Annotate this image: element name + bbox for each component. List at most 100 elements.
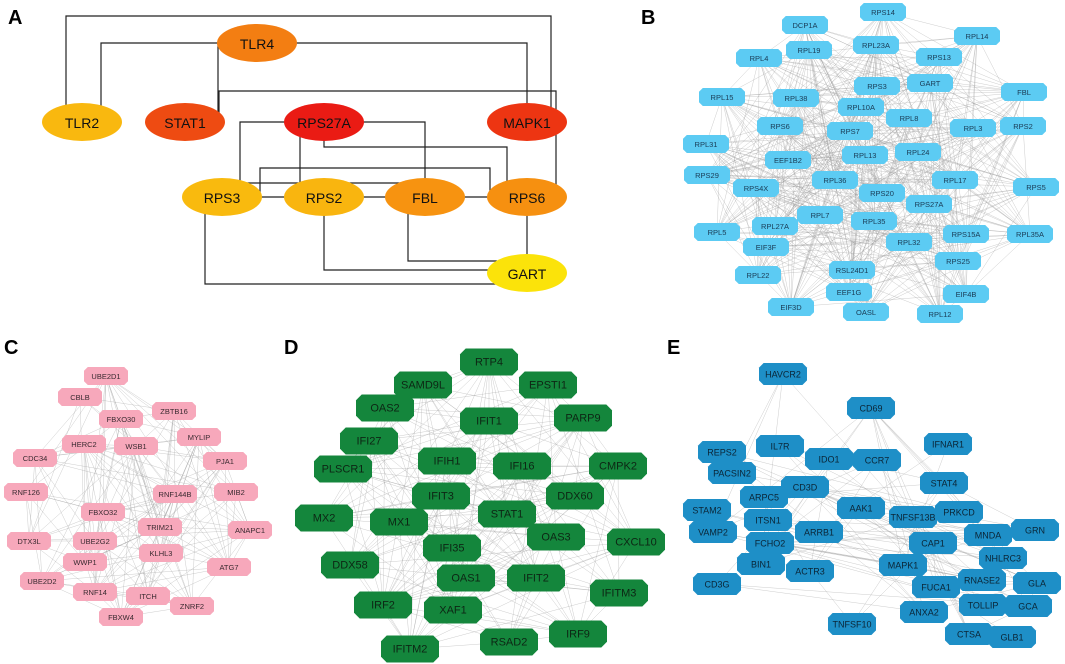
node-shape: [284, 178, 364, 216]
edge-fbl-rps15a: [965, 91, 1025, 235]
node-shape: [746, 532, 794, 554]
edge-rpl24-rpl12: [917, 151, 941, 315]
node-shape: [935, 252, 981, 270]
node-rpl8: RPL8: [886, 109, 932, 127]
node-parp9: PARP9: [554, 404, 612, 432]
node-shape: [295, 504, 353, 532]
node-label: RPL27A: [761, 222, 789, 231]
node-mnda: MNDA: [964, 524, 1012, 546]
node-fbl: FBL: [1001, 83, 1047, 101]
node-shape: [207, 558, 251, 576]
edge-wsb1-fbxw4: [120, 445, 137, 618]
node-shape: [805, 448, 853, 470]
node-shape: [843, 303, 889, 321]
edge-parp9-plscr1: [342, 417, 584, 470]
node-label: BIN1: [751, 560, 771, 570]
node-shape: [917, 305, 963, 323]
node-ido1: IDO1: [805, 448, 853, 470]
edge-cmpk2-plscr1: [342, 465, 619, 470]
edge-dcp1a-rps3: [804, 24, 878, 87]
node-fcho2: FCHO2: [746, 532, 794, 554]
edge-rps7-rps27a: [849, 130, 930, 205]
node-label: ITCH: [139, 592, 157, 601]
node-shape: [99, 608, 143, 626]
node-label: RPL14: [966, 32, 989, 41]
node-rnf126: RNF126: [4, 483, 48, 501]
node-ifit2: IFIT2: [507, 564, 565, 592]
node-label: SAMD9L: [401, 380, 445, 392]
node-shape: [424, 596, 482, 624]
node-ifi27: IFI27: [340, 427, 398, 455]
node-glb1: GLB1: [988, 626, 1036, 648]
node-label: REPS2: [707, 448, 737, 458]
node-mx1: MX1: [370, 508, 428, 536]
edge-fbxo32-fbxw4: [102, 511, 122, 618]
edge-rpl14-rpl17: [954, 35, 978, 181]
edge-eif4b-eif3d: [790, 293, 967, 308]
node-shape: [321, 551, 379, 579]
node-samd9l: SAMD9L: [394, 371, 452, 399]
node-label: RPS4X: [744, 184, 769, 193]
node-label: RPS6: [770, 122, 790, 131]
node-shape: [916, 48, 962, 66]
node-fuca1: FUCA1: [912, 576, 960, 598]
node-shape: [590, 579, 648, 607]
edge-pja1-atg7: [224, 460, 230, 568]
node-shape: [860, 3, 906, 21]
edge-rps15a-eif3d: [790, 233, 967, 308]
node-label: IFIT2: [523, 573, 549, 585]
node-rps4x: RPS4X: [733, 179, 779, 197]
edge-klhl3-fbxw4: [120, 552, 162, 618]
edge-cdc34-ube2d2: [34, 457, 43, 582]
edge-rpl31-rps5: [705, 143, 1037, 188]
edge-rtp4-cmpk2: [488, 361, 619, 467]
edge-rps15a-oasl: [865, 233, 967, 313]
node-label: STAT4: [931, 479, 958, 489]
node-shape: [879, 554, 927, 576]
node-rpl12: RPL12: [917, 305, 963, 323]
node-shape: [73, 532, 117, 550]
edge-mylip-itch: [147, 436, 200, 597]
node-shape: [217, 24, 297, 62]
edge-stat1-rps6: [218, 90, 557, 197]
edge-mx1-xaf1: [398, 521, 454, 611]
node-label: FBXW4: [108, 613, 134, 622]
edge-anapc1-dtx3l: [28, 529, 251, 542]
edge-ifit1-cxcl10: [488, 420, 637, 543]
edge-mx2-oas3: [323, 517, 557, 538]
node-label: TOLLIP: [968, 601, 999, 611]
edge-mx1-ifitm3: [398, 521, 620, 594]
edge-wsb1-trim21: [135, 445, 161, 528]
edge-fbxo30-trim21: [120, 418, 161, 528]
node-shape: [943, 225, 989, 243]
node-label: IDO1: [818, 455, 839, 465]
edge-eef1b2-rpl17: [787, 159, 956, 181]
edge-cblb-dtx3l: [28, 396, 81, 542]
node-cap1: CAP1: [909, 532, 957, 554]
edge-rps5-eif4b: [965, 186, 1037, 295]
node-shape: [58, 388, 102, 406]
edge-wsb1-dtx3l: [28, 445, 137, 542]
edge-rpl7-eef1g: [819, 214, 850, 293]
edge-mx2-ifitm2: [323, 517, 411, 650]
node-dtx3l: DTX3L: [7, 532, 51, 550]
node-fbxo30: FBXO30: [99, 410, 143, 428]
node-shape: [959, 594, 1007, 616]
node-label: DCP1A: [792, 21, 817, 30]
node-shape: [699, 88, 745, 106]
edge-rpl8-rpl7: [819, 117, 910, 216]
node-irf9: IRF9: [549, 620, 607, 648]
edge-eif3f-rpl12: [765, 246, 941, 315]
node-ube2d1: UBE2D1: [84, 367, 128, 385]
node-shape: [886, 109, 932, 127]
edge-rpl5-eef1g: [716, 231, 850, 293]
edge-cd3g-anxa2: [716, 583, 925, 613]
node-rnf14: RNF14: [73, 583, 117, 601]
node-oas1: OAS1: [437, 564, 495, 592]
node-label: CCR7: [865, 456, 890, 466]
edge-epsti1-oas3: [547, 384, 557, 538]
node-label: GCA: [1018, 602, 1038, 612]
